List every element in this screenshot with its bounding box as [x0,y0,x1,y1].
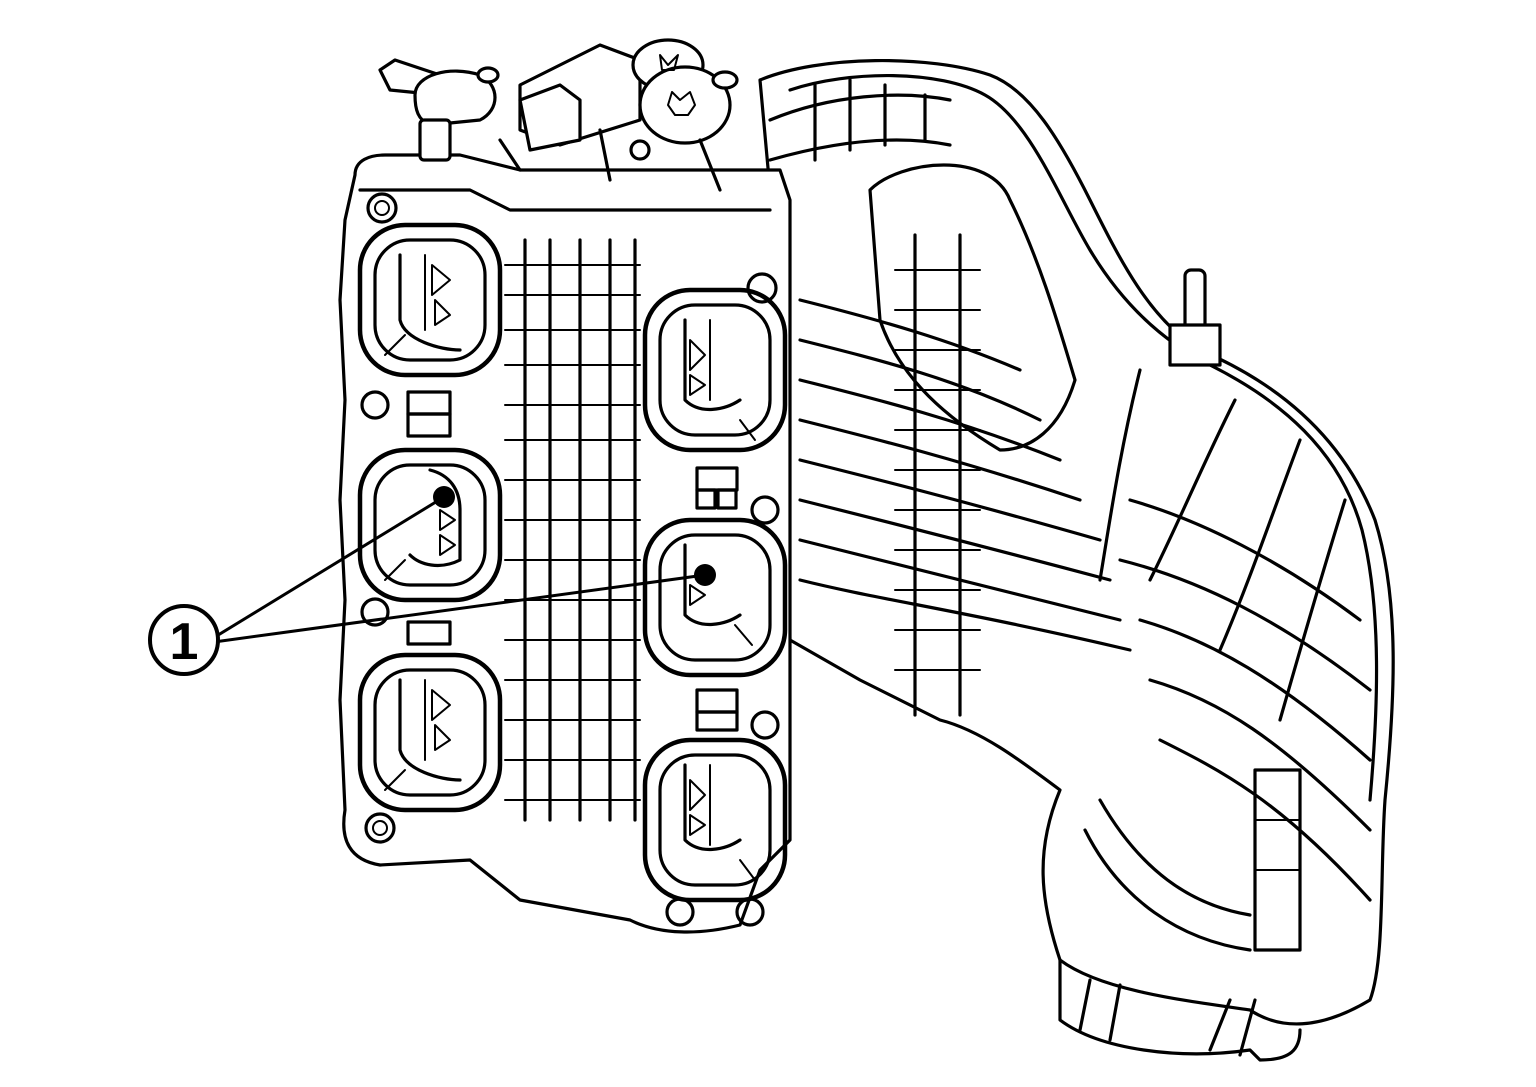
callout-1: 1 [148,486,716,676]
intake-port [642,287,788,453]
intake-port [642,737,788,903]
leader-line [213,573,706,644]
top-sensors [378,38,739,192]
target-dot [433,486,455,508]
runner-lattice [504,238,641,822]
callout-label: 1 [170,613,199,671]
callout-circle [148,604,220,676]
intake-port [357,447,503,603]
left-runner-flange [338,153,792,934]
intake-port [642,517,788,678]
plenum-elbow [758,59,1395,1062]
leader-line [209,495,445,642]
intake-port [357,192,503,378]
right-bank-ports [642,272,788,927]
left-bank-ports [357,192,503,844]
target-dot [694,564,716,586]
intake-port [357,652,503,844]
